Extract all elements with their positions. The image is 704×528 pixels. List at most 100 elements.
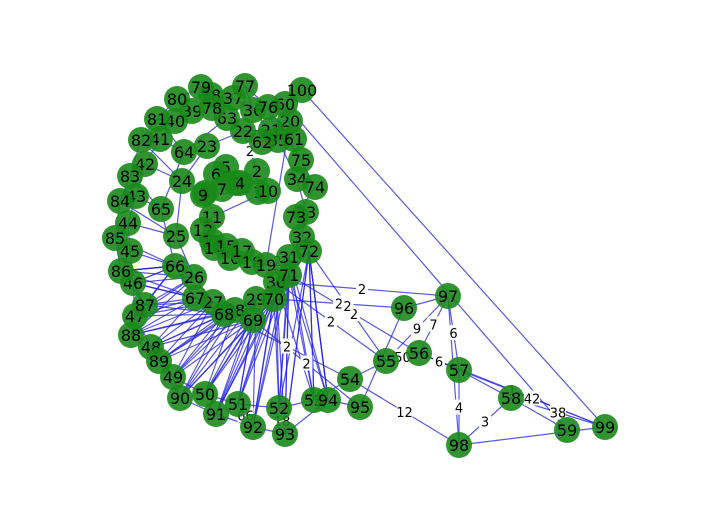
node-75: 75 — [288, 147, 314, 173]
node-circle — [498, 385, 524, 411]
node-label: 56 — [409, 344, 429, 363]
node-label: 68 — [214, 305, 234, 324]
spiral-edge — [458, 426, 606, 446]
node-circle — [337, 366, 363, 392]
node-label: 55 — [376, 352, 396, 371]
edge-weight-label: 42 — [524, 393, 541, 408]
node-circle — [118, 322, 144, 348]
node-label: 99 — [595, 418, 615, 437]
node-circle — [255, 94, 281, 120]
node-55: 55 — [373, 348, 399, 374]
node-label: 98 — [449, 436, 469, 455]
edge-weight-label: 9 — [413, 323, 421, 338]
node-74: 74 — [302, 174, 328, 200]
edge-weight-label: 2 — [350, 308, 358, 323]
node-circle — [283, 204, 309, 230]
node-label: 67 — [185, 289, 205, 308]
node-79: 79 — [188, 74, 214, 100]
fan-edge — [308, 250, 315, 401]
fan-edge — [215, 319, 254, 415]
edge-weight-background — [411, 320, 423, 336]
node-circle — [347, 394, 373, 420]
node-circle — [148, 196, 174, 222]
node-label: 70 — [264, 290, 284, 309]
node-58: 58 — [498, 385, 524, 411]
edge-weight-label: 3 — [481, 416, 489, 431]
node-label: 62 — [252, 133, 272, 152]
node-label: 45 — [120, 242, 140, 261]
node-label: 51 — [228, 395, 248, 414]
edge-weight-label: 2 — [343, 300, 351, 315]
node-circle — [261, 286, 287, 312]
node-circle — [194, 133, 220, 159]
spiral-edge — [301, 89, 606, 428]
fan-edge — [172, 301, 214, 378]
edge-weight-background — [325, 313, 337, 329]
node-88: 88 — [118, 322, 144, 348]
node-circle — [289, 77, 315, 103]
node-circle — [144, 106, 170, 132]
node-51: 51 — [225, 391, 251, 417]
edge-weight-background — [300, 355, 313, 371]
node-89: 89 — [146, 348, 172, 374]
node-label: 24 — [172, 172, 192, 191]
node-circle — [276, 244, 302, 270]
node-71: 71 — [276, 262, 302, 288]
node-circle — [406, 340, 432, 366]
node-circle — [164, 86, 190, 112]
fan-edge — [172, 319, 254, 378]
fan-edge — [158, 301, 214, 362]
edge-weight-background — [453, 399, 465, 415]
node-label: 49 — [163, 368, 183, 387]
node-label: 64 — [174, 143, 194, 162]
node-circle — [190, 182, 216, 208]
node-83: 83 — [117, 163, 143, 189]
node-label: 54 — [340, 370, 360, 389]
node-54: 54 — [337, 366, 363, 392]
node-22: 22 — [230, 118, 256, 144]
node-label: 31 — [279, 248, 299, 267]
edge-weight-label: 7 — [429, 319, 437, 334]
edge-weight-background — [479, 413, 491, 429]
node-label: 23 — [197, 137, 217, 156]
node-64: 64 — [171, 139, 197, 165]
node-circle — [146, 348, 172, 374]
node-label: 26 — [184, 268, 204, 287]
node-circle — [192, 381, 218, 407]
node-99: 99 — [592, 414, 618, 440]
node-label: 34 — [287, 170, 307, 189]
node-circle — [255, 178, 281, 204]
node-31: 31 — [276, 244, 302, 270]
node-label: 72 — [299, 242, 319, 261]
node-circle — [446, 357, 472, 383]
node-25: 25 — [163, 223, 189, 249]
node-56: 56 — [406, 340, 432, 366]
node-label: 87 — [135, 296, 155, 315]
node-label: 69 — [243, 311, 263, 330]
node-label: 41 — [150, 130, 170, 149]
edge-weight-background — [281, 338, 293, 354]
node-circle — [147, 126, 173, 152]
node-circle — [169, 168, 195, 194]
node-circle — [181, 264, 207, 290]
node-label: 6 — [211, 165, 221, 184]
node-label: 81 — [147, 110, 167, 129]
edge-weight-label: 6 — [435, 356, 443, 371]
node-41: 41 — [147, 126, 173, 152]
node-label: 61 — [284, 130, 304, 149]
node-50: 50 — [192, 381, 218, 407]
node-circle — [240, 307, 266, 333]
node-80: 80 — [164, 86, 190, 112]
fan-edge — [172, 313, 225, 378]
node-circle — [373, 348, 399, 374]
node-85: 85 — [102, 225, 128, 251]
edge-weight-label: 2 — [358, 283, 366, 298]
node-circle — [132, 292, 158, 318]
edge-weight-label: 2 — [327, 316, 335, 331]
node-label: 95 — [350, 398, 370, 417]
node-circle — [108, 258, 134, 284]
node-10: 10 — [255, 178, 281, 204]
node-circle — [276, 262, 302, 288]
node-label: 65 — [151, 200, 171, 219]
node-circle — [232, 73, 258, 99]
